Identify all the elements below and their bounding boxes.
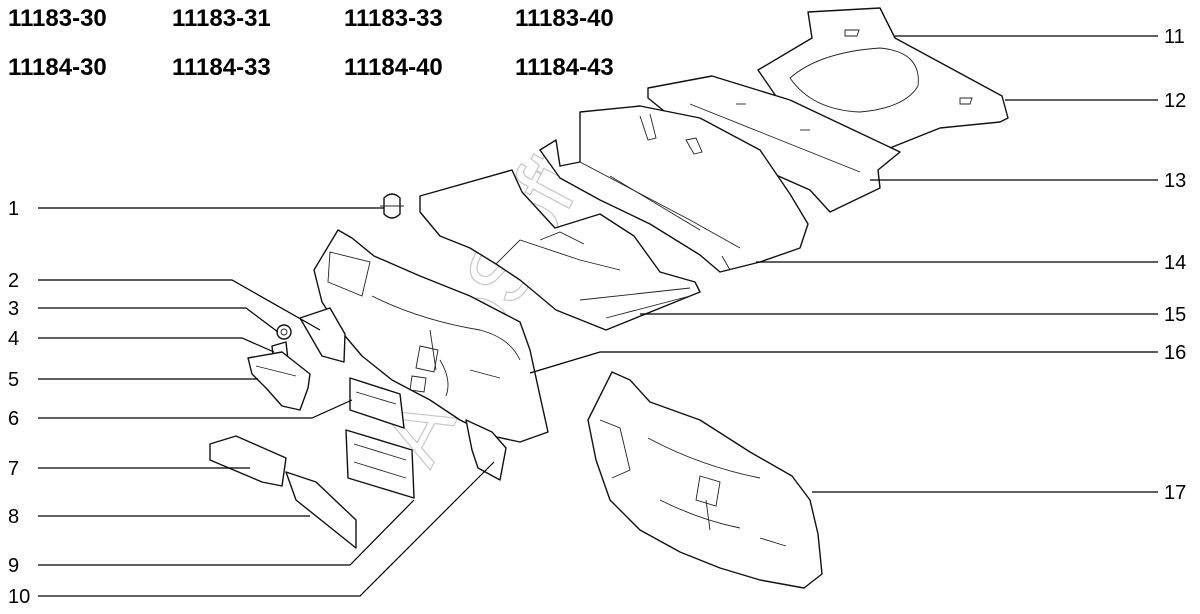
part-10-wedge: [465, 419, 507, 481]
callout-label: 7: [8, 458, 19, 480]
callout-label: 16: [1164, 342, 1186, 364]
model-code: 11183-33: [344, 5, 443, 32]
callout-label: 8: [8, 506, 19, 528]
model-codes: 11183-30 11183-31 11183-33 11183-40 1118…: [8, 5, 614, 81]
callout-label: 17: [1164, 482, 1186, 504]
callout-label: 12: [1164, 90, 1186, 112]
model-code: 11183-31: [172, 5, 271, 32]
part-14-rear-floor-pad: [539, 105, 809, 273]
callout-label: 14: [1164, 252, 1186, 274]
part-1-plug: [380, 193, 404, 219]
part-5-pad: [247, 351, 311, 411]
part-8-strip: [285, 471, 357, 549]
model-code: 11184-33: [172, 54, 271, 81]
part-2-patch: [299, 307, 346, 363]
model-code: 11183-40: [515, 5, 614, 32]
model-code: 11184-43: [515, 54, 614, 81]
callout-label: 10: [8, 586, 30, 608]
part-17-outer-insulator: [587, 371, 823, 589]
part-15-front-floor-mat: [419, 169, 701, 331]
callout-label: 15: [1164, 304, 1186, 326]
model-code: 11184-30: [8, 54, 107, 81]
callout-label: 9: [8, 555, 19, 577]
model-code: 11183-30: [8, 5, 107, 32]
part-7-strip: [209, 435, 287, 487]
part-9-sheet: [345, 429, 415, 499]
callout-label: 6: [8, 408, 19, 430]
callout-label: 13: [1164, 170, 1186, 192]
callout-label: 11: [1164, 26, 1185, 48]
callout-label: 1: [8, 198, 19, 220]
callout-labels: 1 2 3 4 5 6 7 8 9 10 11 12 13 14 15 16 1…: [8, 26, 1186, 608]
callout-label: 2: [8, 270, 19, 292]
callout-label: 4: [8, 328, 19, 350]
leader-lines: [38, 35, 1158, 597]
callout-label: 3: [8, 298, 19, 320]
model-code: 11184-40: [344, 54, 443, 81]
part-6-panel: [349, 377, 405, 429]
part-3-nut: [276, 324, 292, 340]
callout-label: 5: [8, 369, 19, 391]
